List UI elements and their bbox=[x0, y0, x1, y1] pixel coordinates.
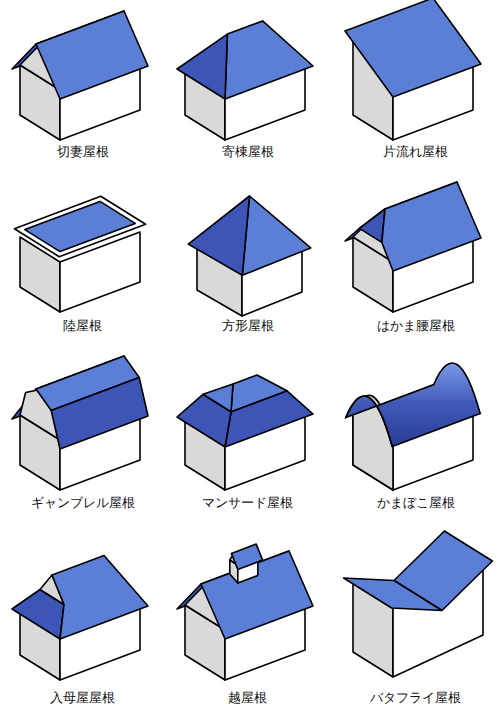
house-figure bbox=[14, 196, 145, 312]
roof-face bbox=[52, 556, 148, 640]
roof-caption: 寄棟屋根 bbox=[165, 143, 330, 161]
roof-face bbox=[188, 196, 249, 275]
barrel-roof bbox=[346, 363, 480, 447]
roof-caption: 方形屋根 bbox=[165, 317, 330, 335]
roof-face bbox=[201, 551, 313, 639]
house-figure bbox=[12, 556, 148, 681]
roof-caption: ギャンブレル屋根 bbox=[0, 494, 165, 512]
roof-caption: 越屋根 bbox=[165, 689, 330, 707]
roof-face bbox=[203, 384, 233, 412]
house-figure bbox=[12, 356, 148, 490]
roof-face bbox=[225, 21, 313, 99]
roof-caption: はかま腰屋根 bbox=[333, 317, 498, 335]
house-figure bbox=[188, 196, 310, 316]
parapet bbox=[14, 196, 145, 256]
roof-face bbox=[51, 378, 148, 450]
roof-face bbox=[382, 182, 481, 271]
house-figure bbox=[344, 531, 493, 677]
roof-face bbox=[231, 544, 262, 569]
roof-caption: 陸屋根 bbox=[0, 317, 165, 335]
roof-face bbox=[359, 209, 385, 242]
roof-caption: 入母屋屋根 bbox=[0, 689, 165, 707]
house-figure bbox=[177, 375, 313, 490]
roof-face bbox=[344, 578, 442, 611]
house-figure bbox=[346, 363, 480, 490]
roof-face bbox=[36, 11, 148, 99]
roof-face bbox=[345, 0, 481, 97]
house-figure bbox=[12, 11, 148, 140]
roof-caption: 片流れ屋根 bbox=[333, 143, 498, 161]
house-figure bbox=[177, 21, 313, 140]
roof-caption: バタフライ屋根 bbox=[333, 689, 498, 707]
roof-face bbox=[177, 34, 227, 99]
roof-face bbox=[25, 201, 135, 251]
roof-caption: かまぼこ屋根 bbox=[333, 494, 498, 512]
house-figure bbox=[345, 0, 481, 140]
roof-face bbox=[242, 196, 310, 275]
roof-edge bbox=[346, 396, 392, 447]
roof-caption: 切妻屋根 bbox=[0, 143, 165, 161]
roof-caption: マンサード屋根 bbox=[165, 494, 330, 512]
roof-face bbox=[231, 375, 287, 412]
house-figure bbox=[345, 182, 481, 312]
house-figure bbox=[177, 544, 313, 680]
